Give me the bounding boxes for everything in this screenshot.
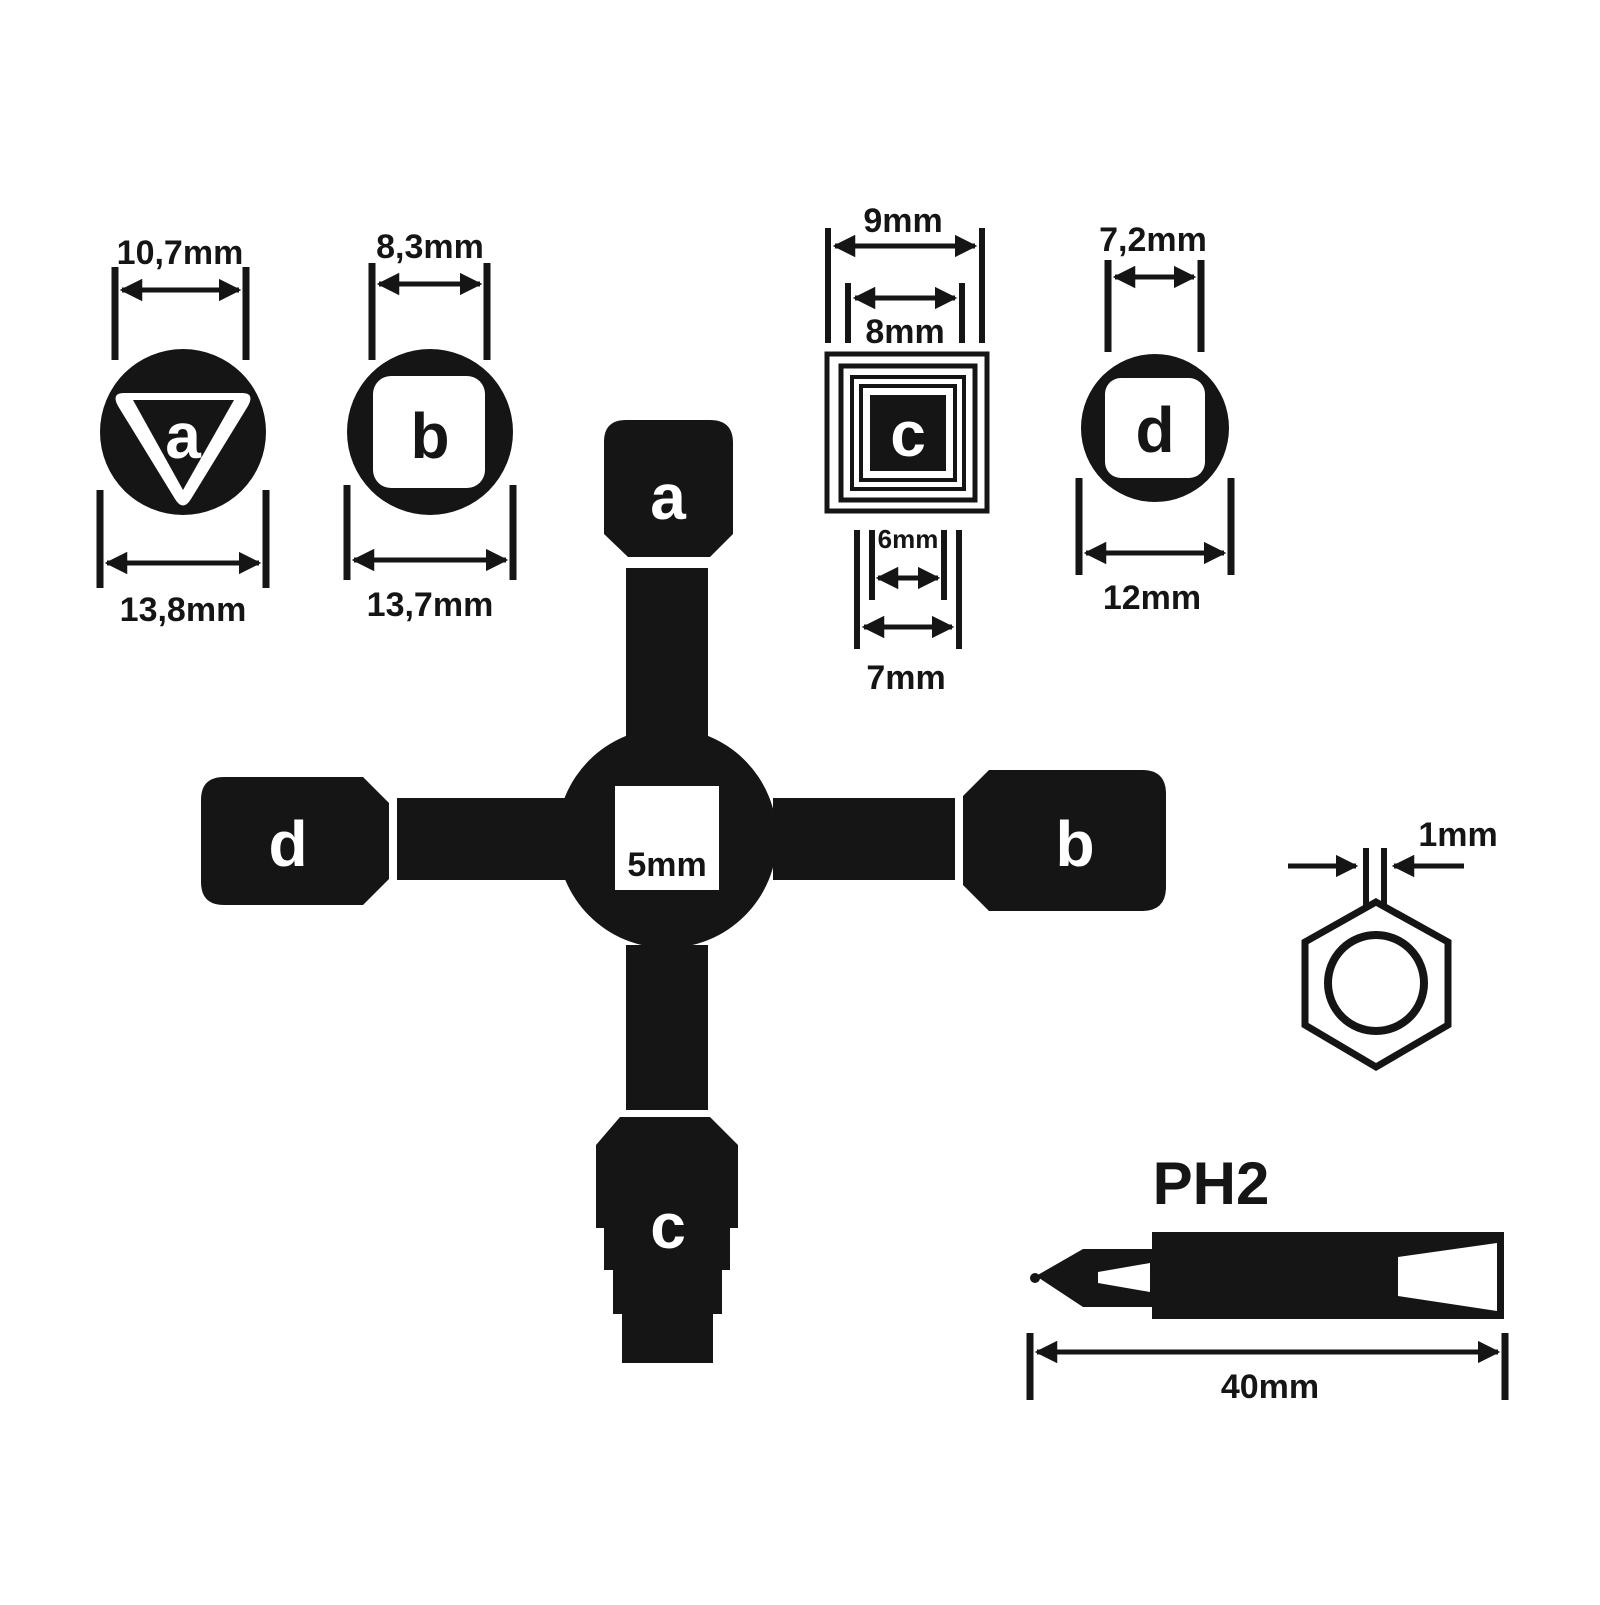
cross-key-shaft-top xyxy=(626,568,708,738)
bit-shank-flat xyxy=(1398,1243,1497,1311)
cross-key-head-left-letter: d xyxy=(268,808,307,880)
profile-b-inner-dim: 8,3mm xyxy=(376,228,484,266)
profile-c-top-dim-2: 8mm xyxy=(865,313,944,351)
profile-a: 10,7mm a 13,8mm xyxy=(96,234,270,629)
profile-d-outer-dim: 12mm xyxy=(1103,579,1201,617)
cross-key: 5mm a c d b xyxy=(201,420,1166,1363)
cross-key-head-bottom-letter: c xyxy=(650,1190,686,1262)
bit-length-dim: 40mm xyxy=(1221,1368,1319,1406)
profile-c-bottom-dim-2: 7mm xyxy=(866,659,945,697)
cross-key-head-top-letter: a xyxy=(650,461,686,533)
slot-profile: 1mm xyxy=(1288,816,1498,1072)
profile-c-outline xyxy=(824,351,990,514)
profile-d-letter: d xyxy=(1135,394,1174,466)
profile-a-letter: a xyxy=(165,400,201,472)
profile-b-letter: b xyxy=(410,400,449,472)
slot-profile-circle xyxy=(1324,931,1428,1035)
cross-key-center-square xyxy=(615,786,719,890)
profile-d-inner-dim: 7,2mm xyxy=(1099,221,1207,259)
profile-d: 7,2mm d 12mm xyxy=(1075,221,1235,617)
cross-key-head-right xyxy=(963,770,1166,911)
cross-key-center-label: 5mm xyxy=(627,846,706,884)
hexagon-icon xyxy=(1301,897,1452,1072)
profile-a-inner-dim: 10,7mm xyxy=(117,234,244,272)
profile-c: 9mm 8mm c 6mm 7mm xyxy=(824,202,990,697)
profile-c-step xyxy=(838,363,978,503)
profile-c-letter: c xyxy=(890,398,926,470)
bit-tip-point xyxy=(1030,1273,1040,1283)
profile-b: 8,3mm b 13,7mm xyxy=(343,228,517,624)
profile-a-outer-dim: 13,8mm xyxy=(120,591,247,629)
square-icon xyxy=(373,376,485,488)
square-icon xyxy=(1105,378,1205,478)
profile-c-top-dim-1: 9mm xyxy=(863,202,942,240)
profile-b-outer-dim: 13,7mm xyxy=(367,586,494,624)
cross-key-head-right-letter: b xyxy=(1055,808,1094,880)
cross-key-shaft-right xyxy=(773,798,955,880)
profile-a-triangle-inner xyxy=(133,400,234,490)
bit-tip-flute xyxy=(1098,1263,1150,1292)
slot-profile-dim: 1mm xyxy=(1418,816,1497,854)
ph2-bit: PH2 40mm xyxy=(1026,1150,1509,1406)
profile-c-bottom-dim-1: 6mm xyxy=(878,524,939,554)
bit-label: PH2 xyxy=(1153,1150,1270,1217)
profile-c-step xyxy=(859,384,957,482)
cross-key-shaft-left xyxy=(397,798,567,880)
profile-c-step xyxy=(850,375,966,491)
cross-key-head-left xyxy=(201,777,389,905)
cross-key-head-top xyxy=(604,420,733,557)
cross-key-shaft-bottom xyxy=(626,945,708,1110)
stepped-square-icon xyxy=(870,395,946,471)
bit-tip xyxy=(1036,1249,1152,1307)
cross-key-head-bottom xyxy=(596,1117,738,1363)
